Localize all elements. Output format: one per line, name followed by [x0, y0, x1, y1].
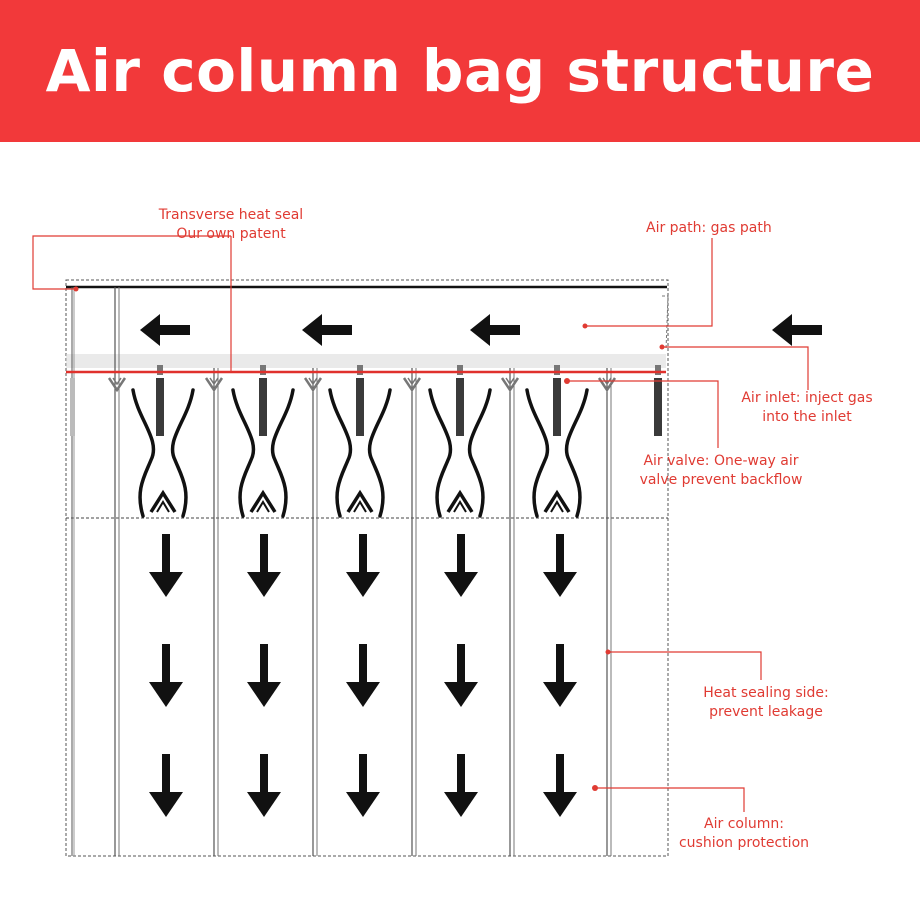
inlet-fold: [662, 295, 669, 351]
column-flow-arrows: [149, 534, 577, 817]
heat-side-line2: prevent leakage: [709, 704, 823, 720]
air-inlet-label: Air inlet: inject gas into the inlet: [728, 389, 886, 427]
leader-air-inlet: [662, 346, 809, 390]
callout-dots: [73, 286, 665, 791]
air-column-label: Air column: cushion protection: [664, 815, 824, 853]
leader-air-valve: [567, 380, 719, 448]
transverse-seal-label: Transverse heat seal Our own patent: [120, 206, 342, 244]
inlet-arrow-icon: [772, 314, 822, 346]
air-path-label: Air path: gas path: [646, 220, 772, 236]
gas-path-arrows: [140, 314, 822, 346]
leader-transverse-seal: [32, 235, 231, 290]
air-valve-line1: Air valve: One-way air: [643, 453, 799, 469]
air-valve-label: Air valve: One-way air valve prevent bac…: [626, 452, 816, 490]
left-arrow-icon: [470, 314, 520, 346]
air-inlet-line2: into the inlet: [762, 409, 852, 425]
bag-outline: [65, 279, 669, 857]
leader-air-path: [585, 238, 713, 327]
left-arrow-icon: [302, 314, 352, 346]
left-arrow-icon: [140, 314, 190, 346]
title-banner: Air column bag structure: [0, 0, 920, 142]
heat-side-label: Heat sealing side: prevent leakage: [690, 684, 842, 722]
leader-air-column: [595, 787, 745, 812]
transverse-seal-line2: Our own patent: [176, 226, 286, 242]
air-inlet-line1: Air inlet: inject gas: [741, 390, 873, 406]
leader-heat-side: [608, 651, 762, 680]
page-title: Air column bag structure: [45, 37, 875, 105]
air-column-line1: Air column:: [704, 816, 784, 832]
heat-side-line1: Heat sealing side:: [703, 685, 829, 701]
callout-leaders: [32, 235, 809, 812]
edge-rail: [70, 378, 75, 436]
transverse-seal-line1: Transverse heat seal: [158, 207, 304, 223]
valve-strip: [66, 354, 666, 368]
air-column-line2: cushion protection: [678, 835, 810, 851]
air-valve-line2: valve prevent backflow: [639, 472, 803, 488]
